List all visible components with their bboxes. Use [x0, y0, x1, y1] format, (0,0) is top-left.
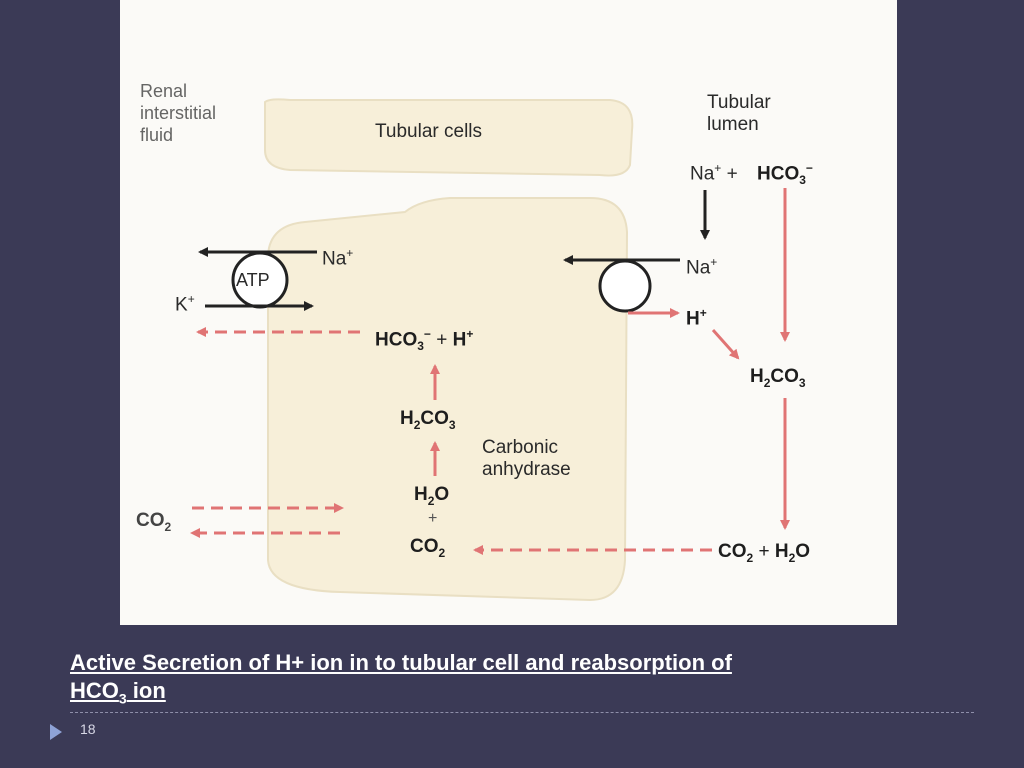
h-text: H — [400, 408, 414, 429]
enzyme-line-1: Carbonic — [482, 437, 559, 458]
sub2: 2 — [427, 493, 435, 508]
minus-sup: − — [805, 161, 813, 175]
interstitial-line-1: Renal — [140, 81, 188, 101]
lower-tubular-cell — [267, 197, 629, 602]
enzyme-label: Carbonic anhydrase — [482, 437, 571, 481]
co-text: CO — [410, 536, 439, 557]
caption-sub: 3 — [118, 690, 127, 707]
caption-line-2a: HCO — [70, 678, 119, 703]
na-text: Na — [686, 257, 711, 279]
k-text: K — [175, 294, 188, 316]
plus-sign: + — [436, 329, 448, 351]
sub3: 3 — [448, 417, 456, 432]
cell-h2co3-label: H2CO3 — [400, 408, 456, 436]
sub3: 3 — [798, 375, 806, 390]
interstitial-line-3: fluid — [140, 125, 174, 145]
upper-tubular-cell — [264, 98, 634, 177]
co-text: CO — [420, 408, 449, 429]
cell-plus-sign: + — [428, 510, 438, 527]
lumen-line-2: lumen — [707, 114, 759, 135]
plus-sup: + — [346, 246, 354, 260]
sub2: 2 — [788, 550, 796, 565]
interstitial-line-2: interstitial — [140, 103, 217, 123]
diagram-graphics — [190, 98, 790, 602]
h-text: H — [414, 484, 428, 505]
plus-sup: + — [699, 306, 707, 320]
sub2: 2 — [413, 417, 421, 432]
sub2: 2 — [164, 519, 172, 534]
co-text: CO — [136, 510, 165, 531]
interstitial-co2-label: CO2 — [136, 510, 171, 538]
enzyme-line-2: anhydrase — [482, 459, 571, 480]
h-to-h2co3-arrow — [711, 329, 740, 360]
cell-label: Tubular cells — [375, 121, 483, 142]
plus-sup: + — [710, 255, 718, 269]
sub3: 3 — [799, 173, 806, 188]
slide-caption: Active Secretion of H+ ion in to tubular… — [70, 649, 930, 712]
na-h-exchanger-circle — [598, 259, 652, 313]
cell-co2-label: CO2 — [410, 536, 445, 564]
pump-k-label: K+ — [175, 288, 195, 316]
plus-sup: + — [187, 292, 195, 306]
h-text: H — [774, 541, 789, 562]
h-text: H — [686, 308, 700, 330]
atp-label: ATP — [236, 270, 270, 290]
minus-sup: − — [423, 327, 431, 341]
lumen-h2co3-label: H2CO3 — [750, 366, 806, 394]
sub2: 2 — [763, 375, 771, 390]
sub2: 2 — [746, 550, 754, 565]
diagram-figure: Renal interstitial fluid Tubular cells T… — [120, 0, 897, 625]
na-text: Na — [322, 248, 347, 270]
pump-na-label: Na+ — [322, 242, 353, 270]
plus-sign: + — [726, 163, 738, 185]
caption-line-2b: ion — [126, 678, 166, 703]
hco3-text: HCO — [375, 329, 418, 351]
co-text: CO — [718, 541, 747, 562]
co-text: CO — [770, 366, 799, 387]
lumen-hco3-label: HCO3− — [757, 157, 813, 191]
sub3: 3 — [417, 339, 424, 354]
bullet-triangle-icon — [50, 724, 62, 740]
na-text: Na — [690, 163, 715, 185]
plus-sign: + — [758, 541, 770, 562]
footer-divider — [70, 712, 974, 713]
sub2: 2 — [438, 545, 446, 560]
caption-line-1: Active Secretion of H+ ion in to tubular… — [70, 650, 732, 675]
cell-h2o-label: H2O — [414, 484, 449, 512]
lumen-co2-h2o-label: CO2 + H2O — [718, 541, 810, 569]
o-text: O — [434, 484, 450, 505]
exchanger-na-label: Na+ — [686, 251, 717, 279]
cell-hco3-h-label: HCO3− + H+ — [375, 323, 473, 357]
lumen-label: Tubular lumen — [707, 92, 771, 136]
exchanger-h-label: H+ — [686, 302, 707, 330]
lumen-line-1: Tubular — [707, 92, 771, 113]
h-text: H — [452, 329, 467, 351]
plus-sup: + — [714, 161, 722, 175]
slide-number: 18 — [80, 721, 96, 737]
h-text: H — [750, 366, 764, 387]
plus-sup: + — [466, 327, 474, 341]
interstitial-label: Renal interstitial fluid — [140, 80, 216, 146]
o-text: O — [795, 541, 811, 562]
hco3-text: HCO — [757, 163, 800, 185]
lumen-na-label: Na+ + — [690, 157, 738, 185]
